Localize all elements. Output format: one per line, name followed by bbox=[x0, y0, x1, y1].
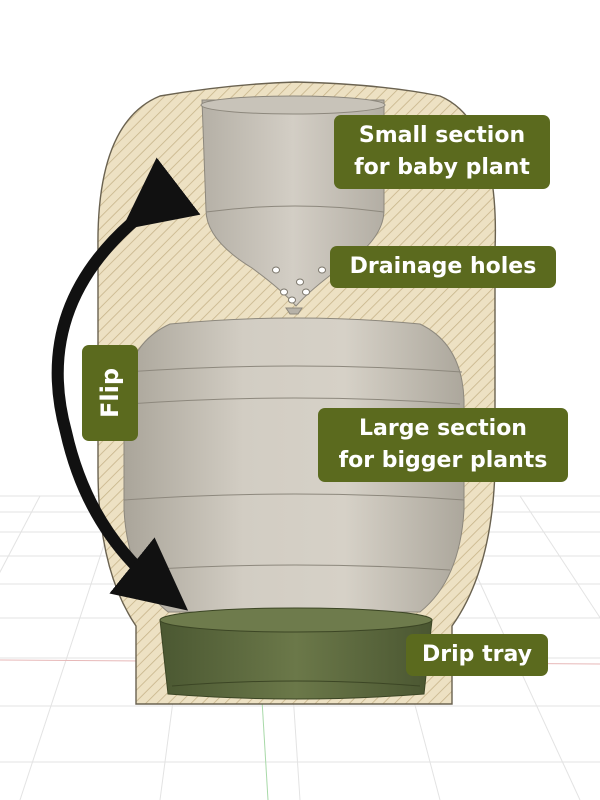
green-axis-line bbox=[261, 699, 269, 800]
drip-tray-inner-line bbox=[171, 680, 421, 687]
drip-tray-label-text: Drip tray bbox=[422, 642, 532, 667]
flip-label: Flip bbox=[82, 345, 138, 441]
drainage-holes bbox=[272, 266, 326, 304]
small-section-label: Small section for baby plant bbox=[334, 115, 550, 189]
large-section-label: Large section for bigger plants bbox=[318, 408, 568, 482]
drip-tray-rim bbox=[159, 607, 433, 633]
drip-tray-label: Drip tray bbox=[406, 634, 548, 676]
flip-label-text: Flip bbox=[96, 367, 124, 419]
drainage-holes-label: Drainage holes bbox=[330, 246, 556, 288]
large-section-label-line-1: Large section bbox=[359, 416, 527, 441]
drainage-holes-label-text: Drainage holes bbox=[349, 254, 537, 279]
small-cavity-rim bbox=[200, 95, 386, 115]
flip-arrow bbox=[51, 157, 201, 611]
drain-channel bbox=[285, 307, 303, 315]
small-section-label-line-1: Small section bbox=[358, 123, 526, 148]
small-section-label-line-2: for baby plant bbox=[354, 155, 530, 180]
small-cavity-seam bbox=[205, 205, 385, 213]
large-section-label-line-2: for bigger plants bbox=[338, 448, 548, 473]
